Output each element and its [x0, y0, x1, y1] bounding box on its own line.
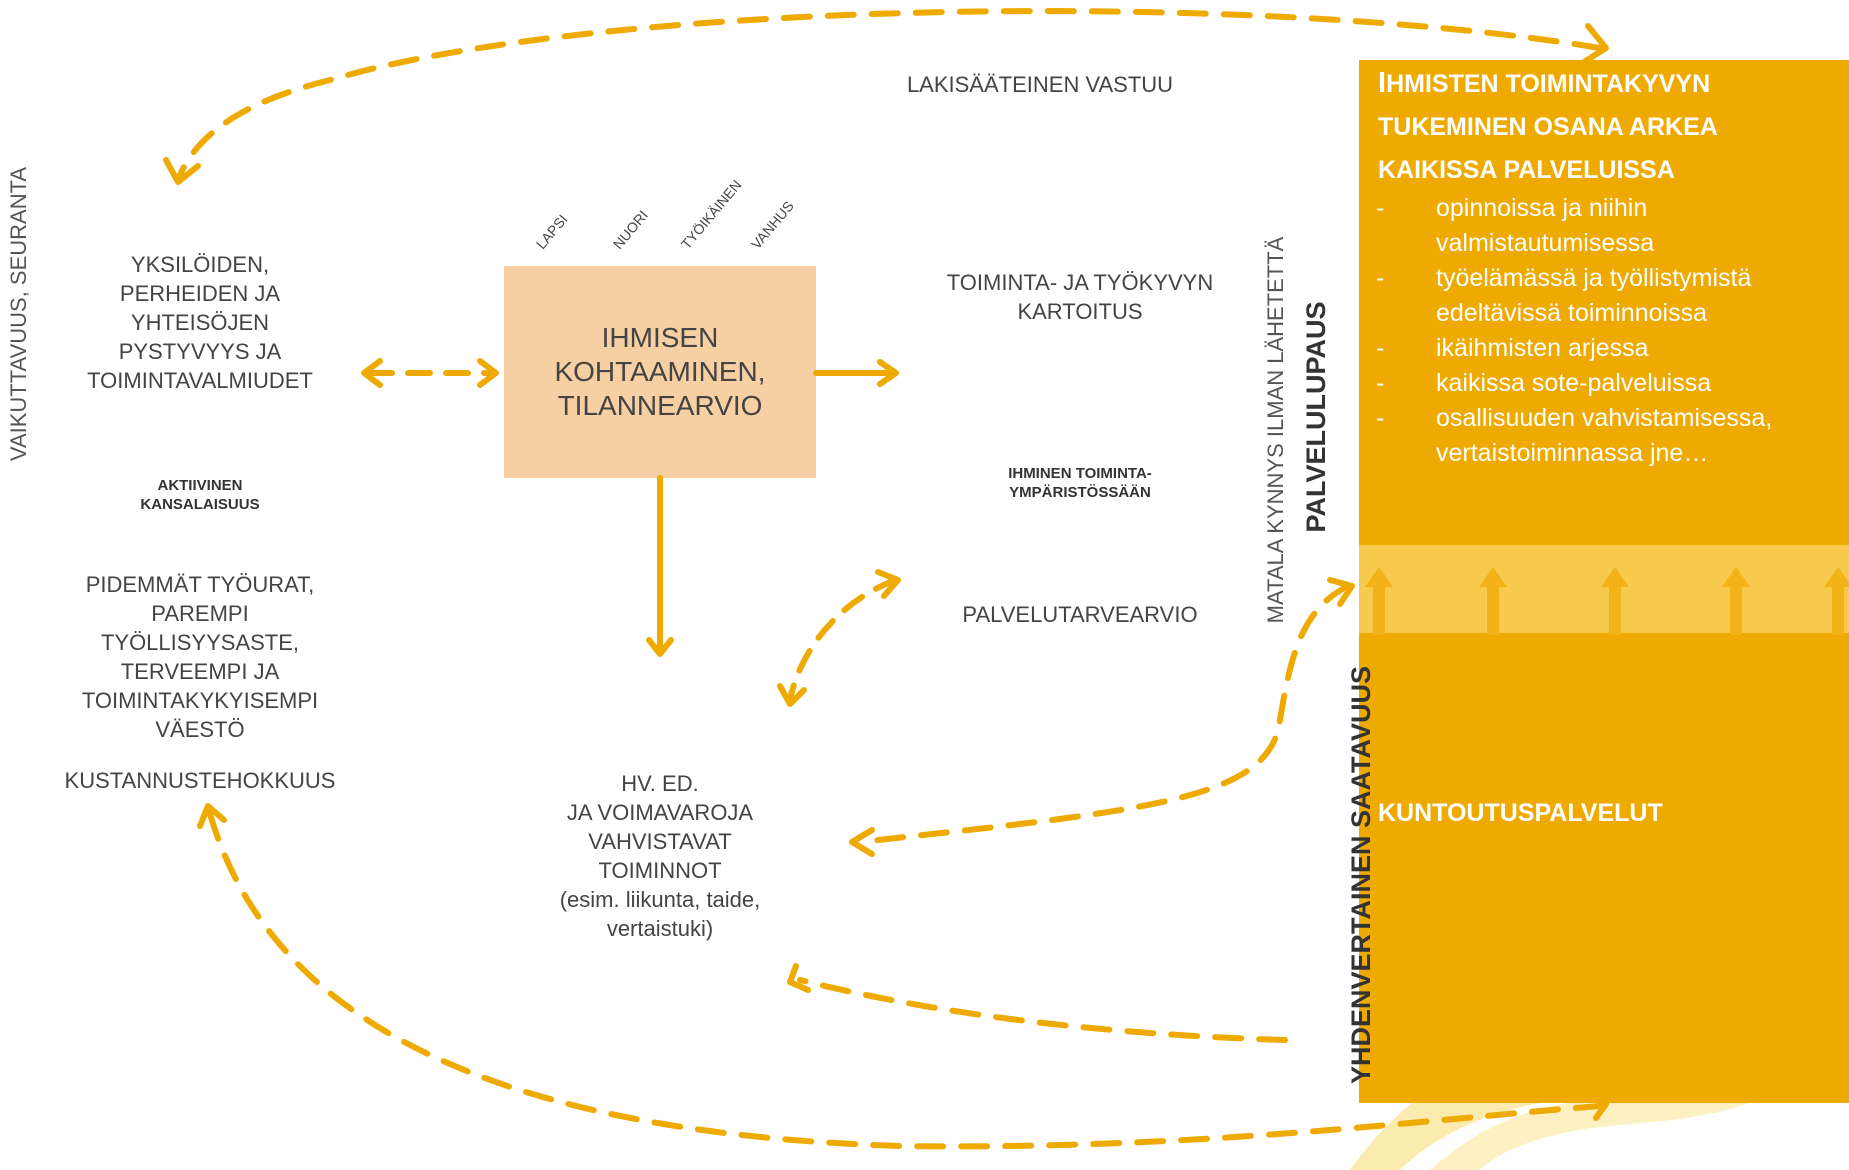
activities-line: VAHVISTAVAT	[588, 829, 732, 854]
capacity-assessment-line: TOIMINTA- JA TYÖKYVYN	[946, 270, 1214, 295]
panel-list-item: osallisuuden vahvistamisessa, vertaistoi…	[1372, 401, 1842, 471]
arrowhead	[1581, 23, 1609, 65]
arrowhead	[875, 569, 901, 599]
rehab-services-label: KUNTOUTUSPALVELUT	[1378, 799, 1663, 827]
central-line: KOHTAAMINEN,	[554, 356, 766, 387]
panel-heading-line1: HMISTEN TOIMINTAKYVYN	[1386, 70, 1711, 98]
arrowhead	[787, 963, 811, 993]
careers-line: PIDEMMÄT TYÖURAT,	[85, 572, 315, 597]
arrowhead	[777, 683, 807, 707]
careers-line: TYÖLLISYYSASTE,	[100, 630, 300, 655]
careers-line: VÄESTÖ	[155, 717, 245, 742]
activities-line: TOIMINNOT	[598, 858, 722, 883]
activities-text: HV. ED. JA VOIMAVAROJA VAHVISTAVAT TOIMI…	[500, 769, 820, 943]
dashed-arrow-bottom-arc	[207, 811, 1603, 1150]
capacity-assessment-line: KARTOITUS	[1017, 299, 1143, 324]
left-outcome-line: YHTEISÖJEN	[130, 310, 270, 335]
left-outcome-line: PERHEIDEN JA	[119, 281, 281, 306]
cost-efficiency-label: KUSTANNUSTEHOKKUUS	[64, 768, 336, 793]
panel-list-item: ikäihmisten arjessa	[1372, 331, 1842, 366]
capacity-assessment-text: TOIMINTA- JA TYÖKYVYN KARTOITUS	[920, 268, 1240, 326]
active-citizenship-label: AKTIIVINEN KANSALAISUUS	[100, 476, 300, 514]
environment-line: YMPÄRISTÖSSÄÄN	[1009, 484, 1151, 501]
left-outcome-text: YKSILÖIDEN, PERHEIDEN JA YHTEISÖJEN PYST…	[40, 250, 360, 395]
activities-line: vertaistuki)	[606, 916, 714, 941]
left-outcome-line: PYSTYVYYS JA	[118, 339, 282, 364]
panel-list: opinnoissa ja niihin valmistautumisessa …	[1372, 191, 1842, 471]
careers-line: TOIMINTAKYKYISEMPI	[81, 688, 319, 713]
arrowhead	[877, 359, 899, 387]
central-assessment-box: IHMISEN KOHTAAMINEN, TILANNEARVIO	[504, 266, 816, 478]
arrowhead	[197, 803, 227, 829]
careers-text: PIDEMMÄT TYÖURAT, PAREMPI TYÖLLISYYSASTE…	[40, 570, 360, 744]
dashed-arrow-band-activities	[857, 583, 1351, 845]
panel-heading-initial: I	[1378, 67, 1387, 99]
panel-heading-line3: KAIKISSA PALVELUISSA	[1378, 156, 1675, 184]
central-line: TILANNEARVIO	[557, 390, 763, 421]
service-need-label: PALVELUTARVEARVIO	[962, 602, 1198, 627]
arrowhead	[1589, 1093, 1609, 1121]
arrowhead	[1327, 577, 1355, 607]
arrowhead	[477, 358, 499, 388]
arrowhead	[646, 637, 674, 657]
active-citizenship-line: KANSALAISUUS	[140, 496, 260, 513]
panel-heading-line2: TUKEMINEN OSANA ARKEA	[1378, 113, 1718, 141]
dashed-arrow-top-arc	[177, 8, 1603, 178]
activities-line: JA VOIMAVAROJA	[566, 800, 754, 825]
arrowhead	[849, 827, 875, 857]
activities-line: (esim. liikunta, taide,	[559, 887, 761, 912]
arrowhead	[163, 157, 201, 185]
panel-list-item: työelämässä ja työllistymistä edeltäviss…	[1372, 261, 1842, 331]
careers-line: TERVEEMPI JA	[120, 659, 280, 684]
arrowhead	[361, 358, 383, 388]
dashed-arrow-service-activities	[787, 577, 899, 703]
band-up-arrows	[1365, 567, 1849, 635]
dashed-arrow-panel-activities-lower	[797, 977, 1288, 1043]
careers-line: PAREMPI	[151, 601, 249, 626]
statutory-responsibility-label: LAKISÄÄTEINEN VASTUU	[906, 72, 1174, 97]
activities-line: HV. ED.	[621, 771, 699, 796]
panel-list-item: opinnoissa ja niihin valmistautumisessa	[1372, 191, 1842, 261]
active-citizenship-line: AKTIIVINEN	[157, 477, 243, 494]
panel-heading: IHMISTEN TOIMINTAKYVYN TUKEMINEN OSANA A…	[1378, 62, 1718, 192]
environment-label: IHMINEN TOIMINTA- YMPÄRISTÖSSÄÄN	[950, 464, 1210, 502]
central-line: IHMISEN	[601, 322, 719, 353]
panel-arrow-band	[1359, 545, 1849, 633]
environment-line: IHMINEN TOIMINTA-	[1008, 465, 1152, 482]
left-outcome-line: YKSILÖIDEN,	[130, 252, 270, 277]
left-outcome-line: TOIMINTAVALMIUDET	[87, 368, 313, 393]
panel-list-item: kaikissa sote-palveluissa	[1372, 366, 1842, 401]
